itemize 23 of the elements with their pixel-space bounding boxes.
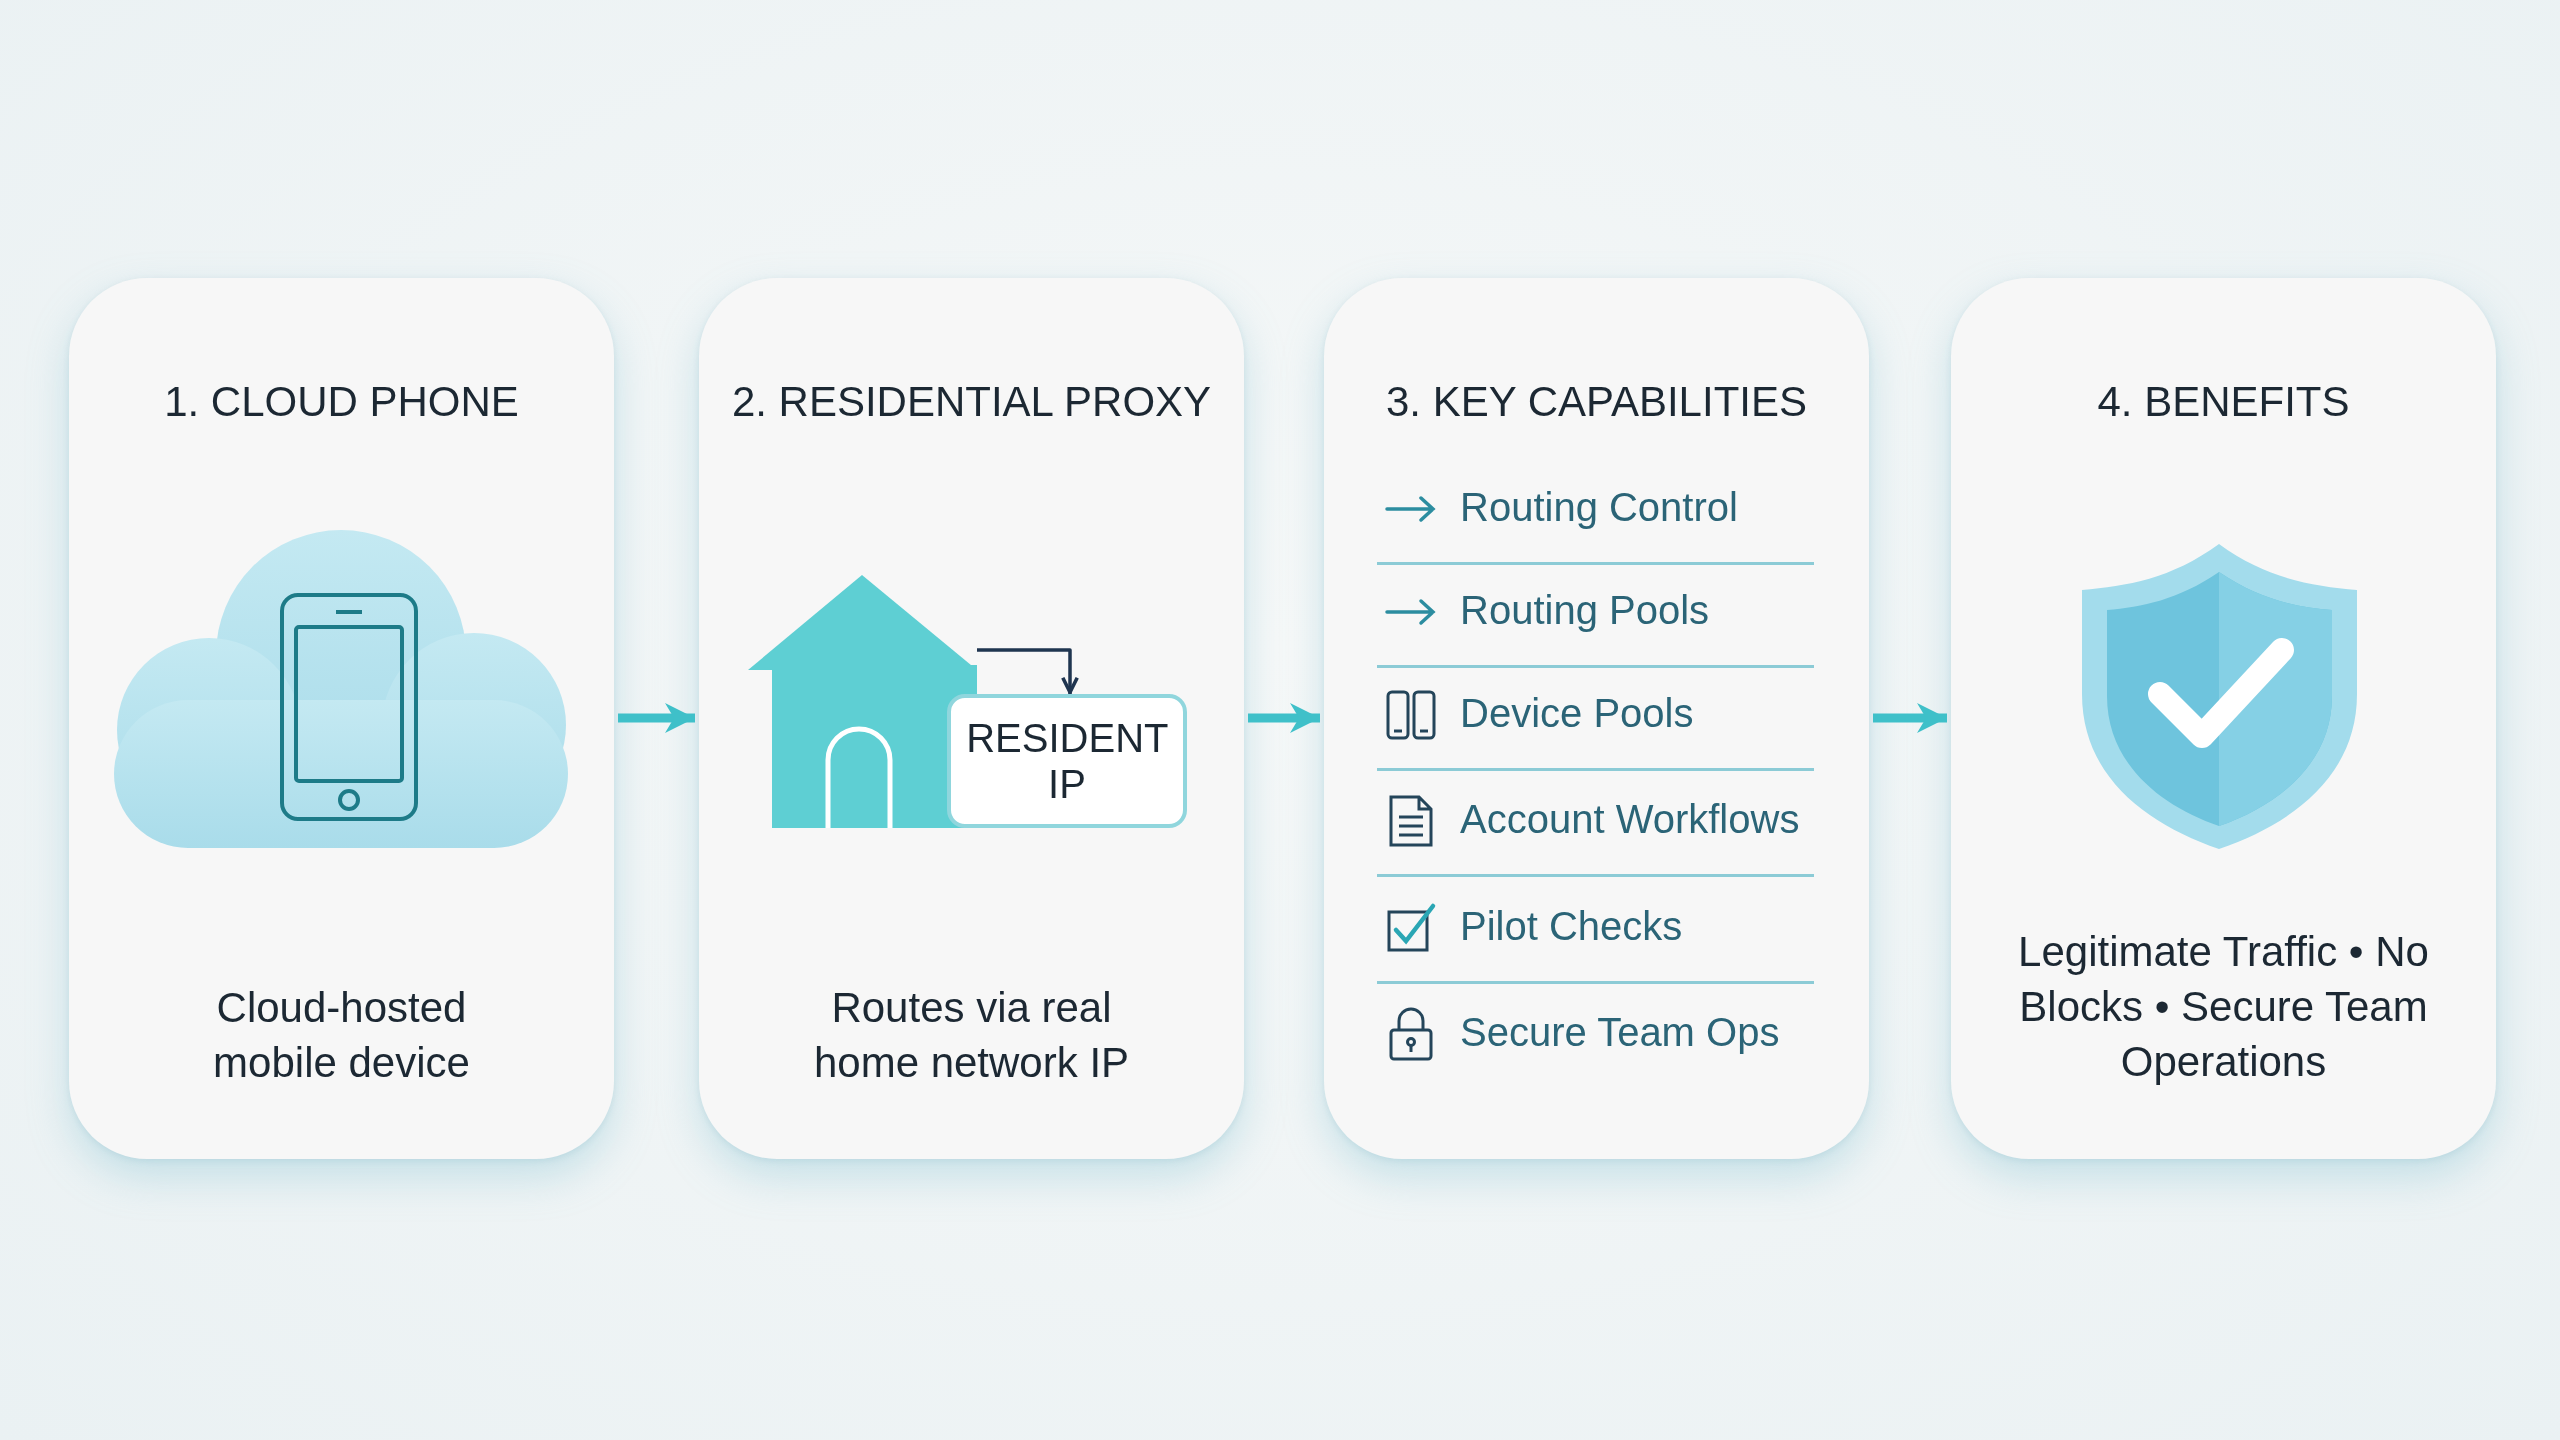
capability-label: Routing Control [1460,485,1738,530]
capability-label: Routing Pools [1460,588,1710,633]
flow-arrow [1873,703,1947,733]
step-description: Routes via real home network IP [812,983,1131,1088]
step-card [699,278,1244,1159]
step-card [69,278,614,1159]
capability-label: Device Pools [1460,691,1694,736]
capability-label: Account Workflows [1460,797,1800,842]
step-description: Legitimate Traffic • No Blocks • Secure Team Operations [2017,927,2430,1087]
step-title: 2. RESIDENTIAL PROXY [730,378,1213,426]
route-arrow [977,648,1079,694]
capability-label: Pilot Checks [1460,904,1683,949]
capability-label: Secure Team Ops [1460,1010,1780,1055]
ip-box [947,694,1187,828]
step-card [1324,278,1869,1159]
step-card [1951,278,2496,1159]
step-description: Cloud-hosted mobile device [212,983,471,1088]
step-title: 4. BENEFITS [2096,378,2351,426]
step-title: 1. CLOUD PHONE [163,378,520,426]
step-title: 3. KEY CAPABILITIES [1385,378,1808,426]
flow-arrow [1248,703,1320,733]
box-label: RESIDENT IP [965,715,1170,807]
flow-arrow [618,703,695,733]
